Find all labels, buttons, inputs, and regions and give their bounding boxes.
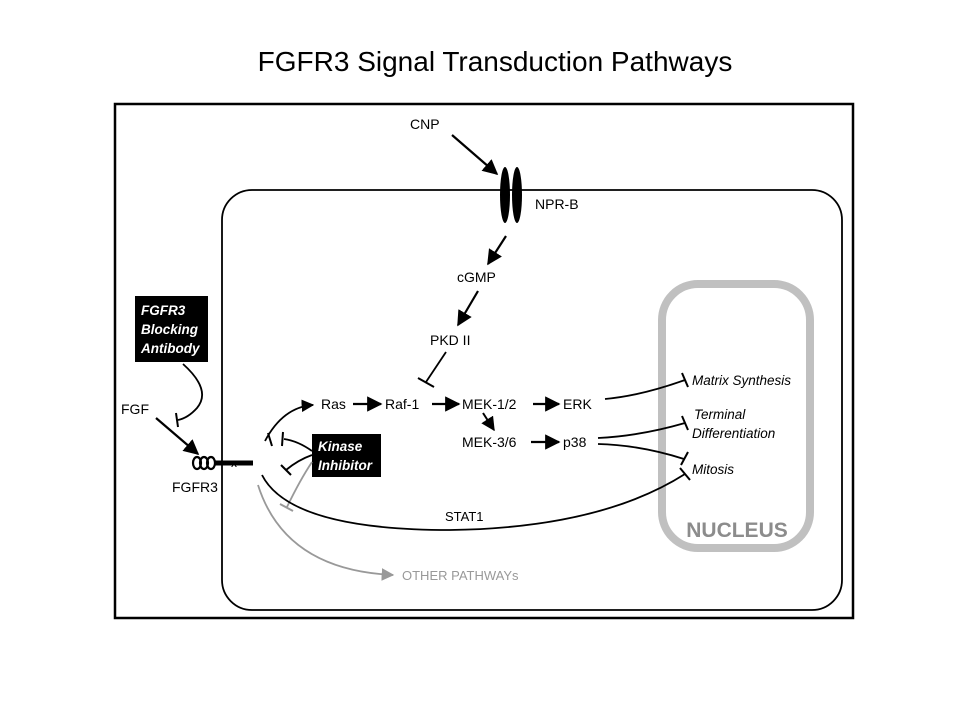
- npr-b-receptor-left: [500, 167, 510, 223]
- kinase-inhibit-line-1: [283, 438, 313, 452]
- page-title: FGFR3 Signal Transduction Pathways: [257, 46, 733, 77]
- other-pathways-arrow: [257, 484, 395, 581]
- fgf-label: FGF: [121, 401, 149, 417]
- antibody-line-2: Blocking: [141, 322, 199, 337]
- fgfr3-to-ras-arrow: [264, 399, 315, 442]
- kinase-inhibit-bar-2: [280, 464, 292, 476]
- fgfr3-x-mark: x: [231, 456, 237, 470]
- terminal-label: Terminal: [694, 407, 746, 422]
- stat1-label: STAT1: [445, 509, 484, 524]
- p38-label: p38: [563, 434, 587, 450]
- mitosis-label: Mitosis: [692, 462, 734, 477]
- fgfr3-label: FGFR3: [172, 479, 218, 495]
- cnp-label: CNP: [410, 116, 440, 132]
- p38-to-terminal-bar: [681, 415, 689, 431]
- stat1-inhibit-bar: [679, 467, 691, 481]
- kinase-line-1: Kinase: [318, 439, 363, 454]
- pkd-inhibit-bar: [417, 377, 435, 388]
- cgmp-label: cGMP: [457, 269, 496, 285]
- fgf-arrow: [155, 417, 200, 456]
- nucleus-membrane: [658, 280, 814, 552]
- npr-b-label: NPR-B: [535, 196, 579, 212]
- other-pathways-label: OTHER PATHWAYs: [402, 568, 519, 583]
- nucleus-label: NUCLEUS: [686, 519, 788, 542]
- mek12-to-mek36-arrow: [481, 412, 495, 432]
- kinase-inhibit-bar-3: [279, 503, 294, 512]
- erk-to-matrix-bar: [681, 372, 689, 388]
- matrix-synthesis-label: Matrix Synthesis: [692, 373, 791, 388]
- fgfr3-domain-3: [205, 455, 217, 471]
- receptor-inhibit-bar: [267, 432, 273, 447]
- kinase-inhibit-line-2: [285, 454, 313, 471]
- npr-b-receptor-right: [512, 167, 522, 223]
- p38-to-mitosis-bar: [680, 451, 689, 466]
- antibody-inhibit-line: [177, 363, 203, 421]
- erk-label: ERK: [563, 396, 592, 412]
- nprb-to-cgmp-arrow: [487, 235, 507, 266]
- antibody-line-3: Antibody: [140, 341, 201, 356]
- kinase-line-2: Inhibitor: [318, 458, 373, 473]
- mek-1-2-label: MEK-1/2: [462, 396, 517, 412]
- erk-to-matrix-line: [604, 379, 686, 400]
- blocking-antibody-box: [135, 296, 208, 362]
- kinase-inhibit-line-3: [286, 461, 313, 508]
- antibody-inhibit-bar: [175, 412, 179, 428]
- p38-to-mitosis-line: [597, 443, 685, 460]
- p38-to-terminal-line: [597, 422, 686, 439]
- pkd-inhibit-line: [425, 351, 447, 383]
- raf-1-label: Raf-1: [385, 396, 419, 412]
- pkd-ii-label: PKD II: [430, 332, 470, 348]
- ras-label: Ras: [321, 396, 346, 412]
- outer-frame: [113, 102, 855, 620]
- cnp-arrow: [451, 134, 499, 176]
- cgmp-to-pkd-arrow: [457, 290, 479, 327]
- kinase-inhibit-bar-1: [281, 431, 284, 447]
- kinase-inhibitor-box: [312, 434, 381, 477]
- cell-membrane: [221, 189, 843, 611]
- stat1-line: [261, 473, 686, 531]
- antibody-line-1: FGFR3: [141, 303, 186, 318]
- differentiation-label: Differentiation: [692, 426, 775, 441]
- mek-3-6-label: MEK-3/6: [462, 434, 517, 450]
